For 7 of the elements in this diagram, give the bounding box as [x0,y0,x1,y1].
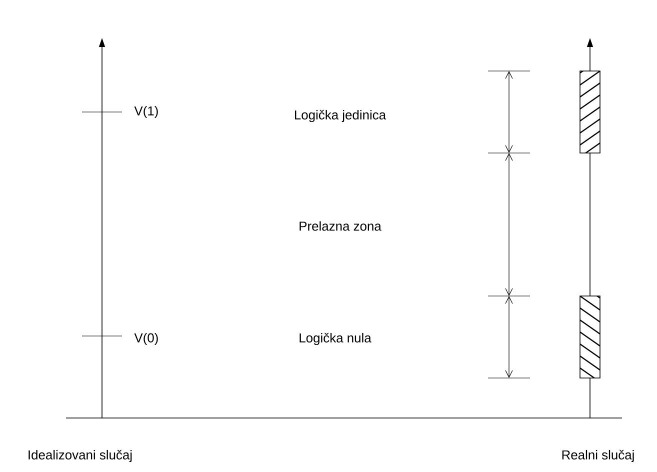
zone-label: Logička nula [300,332,372,346]
level-label: V(0) [134,332,158,346]
zone-label: Logička jedinica [295,110,386,122]
level-label: V(1) [134,106,158,118]
zone-label: Prelazna zona [300,221,382,231]
axis-caption: Realni slučaj [562,450,634,462]
axis-caption: Idealizovani slučaj [28,450,132,462]
